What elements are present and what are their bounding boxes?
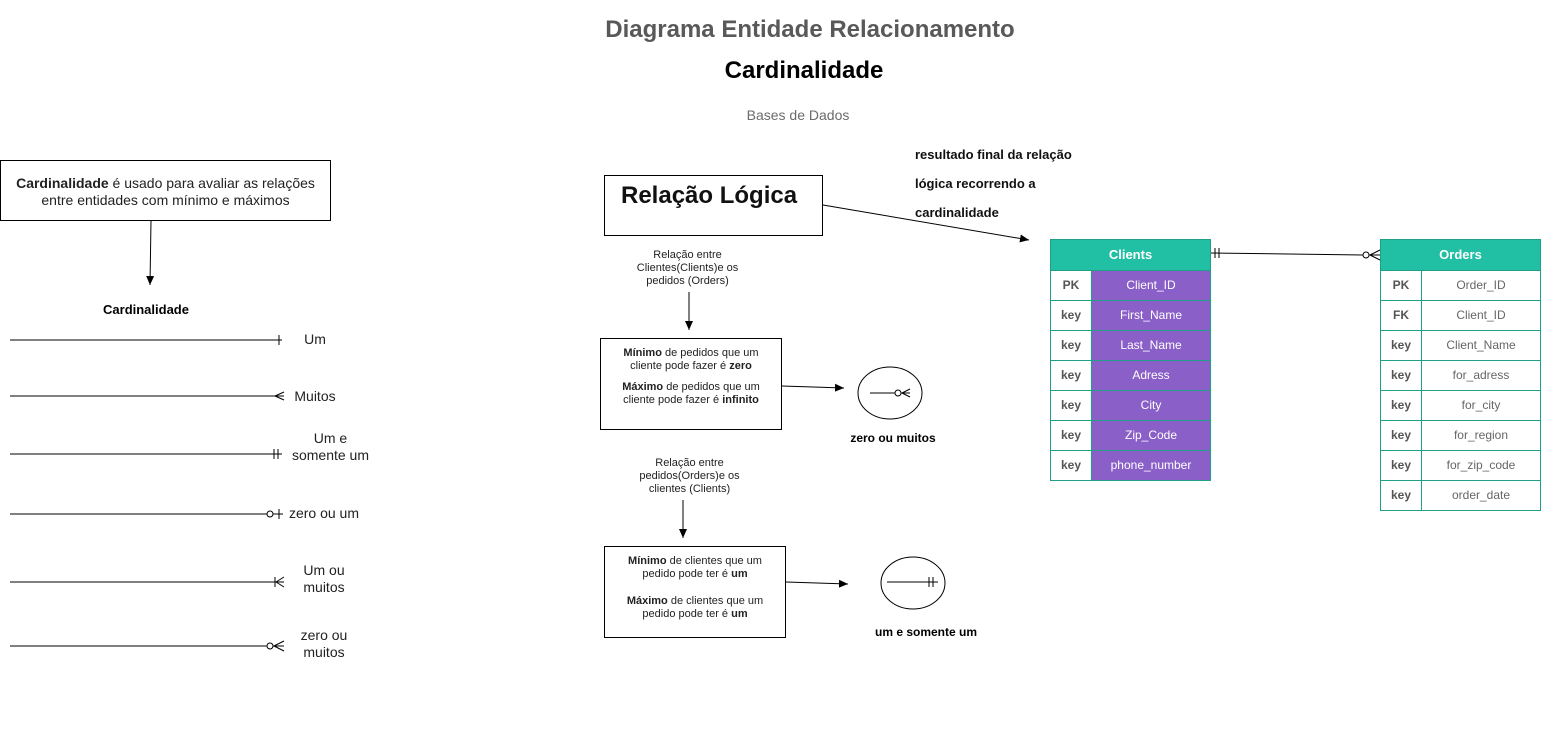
diagram-subtitle: Cardinalidade <box>724 57 884 84</box>
notation-um-e-somente-um <box>10 449 282 459</box>
clients-orders-relationship <box>1210 248 1381 261</box>
rel2-caption: Relação entre pedidos(Orders)e os client… <box>639 457 740 495</box>
clients-table-header: Clients <box>1051 240 1210 270</box>
rel2-result-arrow <box>785 579 849 588</box>
key-cell: key <box>1381 361 1422 390</box>
key-cell: key <box>1381 421 1422 450</box>
key-cell: PK <box>1051 271 1092 300</box>
rel2-min-value: um <box>731 568 748 580</box>
legend-label-um-e-somente-um: Um e somente um <box>291 430 370 463</box>
notation-zero-ou-um <box>10 509 283 519</box>
rel1-min-value: zero <box>729 360 752 372</box>
field-cell: for_city <box>1422 391 1540 420</box>
diagram-title: Diagrama Entidade Relacionamento <box>605 16 1015 43</box>
rel2-box[interactable]: Mínimo de clientes que um pedido pode te… <box>604 546 786 638</box>
intro-arrow <box>146 220 155 286</box>
rel1-caption: Relação entre Clientes(Clients)e os pedi… <box>636 249 739 287</box>
rel2-min-label: Mínimo <box>628 555 667 567</box>
key-cell: key <box>1381 391 1422 420</box>
field-cell: order_date <box>1422 481 1540 510</box>
relacao-logica-box[interactable]: Relação Lógica <box>604 175 823 236</box>
key-cell: key <box>1381 331 1422 360</box>
field-cell: Order_ID <box>1422 271 1540 300</box>
relacao-logica-title: Relação Lógica <box>621 182 798 209</box>
rel2-max-text: de clientes que um pedido pode ter é <box>642 595 764 620</box>
key-cell: key <box>1051 301 1092 330</box>
rel1-result: zero ou muitos <box>850 431 936 445</box>
notation-um <box>10 335 282 345</box>
orders-table-header: Orders <box>1381 240 1540 270</box>
legend-label-um-ou-muitos: Um ou muitos <box>303 562 345 595</box>
notation-muitos <box>10 391 285 401</box>
rel2-result: um e somente um <box>874 625 978 639</box>
notation-um-ou-muitos <box>10 576 285 588</box>
rel1-symbol <box>857 366 923 420</box>
rel1-min-label: Mínimo <box>623 347 662 359</box>
legend-label-zero-ou-muitos: zero ou muitos <box>300 627 348 660</box>
key-cell: key <box>1381 451 1422 480</box>
field-cell: Last_Name <box>1092 331 1210 360</box>
key-cell: key <box>1381 481 1422 510</box>
rel2-max-label: Máximo <box>626 595 668 607</box>
rel2-max-value: um <box>731 608 748 620</box>
legend-title: Cardinalidade <box>103 302 189 317</box>
notation-zero-ou-muitos <box>10 640 285 652</box>
result-note: resultado final da relação lógica recorr… <box>915 147 1072 220</box>
field-cell: Client_ID <box>1422 301 1540 330</box>
key-cell: key <box>1051 391 1092 420</box>
field-cell: Zip_Code <box>1092 421 1210 450</box>
legend-label-muitos: Muitos <box>294 388 336 404</box>
key-cell: key <box>1051 361 1092 390</box>
field-cell: City <box>1092 391 1210 420</box>
field-cell: Adress <box>1092 361 1210 390</box>
rel1-box[interactable]: Mínimo de pedidos que um cliente pode fa… <box>600 338 782 430</box>
field-cell: phone_number <box>1092 451 1210 480</box>
field-cell: First_Name <box>1092 301 1210 330</box>
rel1-result-arrow <box>781 383 845 392</box>
legend-label-zero-ou-um: zero ou um <box>288 505 360 521</box>
rel1-max-text: de pedidos que um cliente pode fazer é <box>623 381 760 406</box>
rel1-max-value: infinito <box>722 394 759 406</box>
field-cell: for_region <box>1422 421 1540 450</box>
course-label: Bases de Dados <box>746 107 850 123</box>
intro-text: é usado para avaliar as relações entre e… <box>41 175 315 208</box>
intro-bold: Cardinalidade <box>16 175 109 191</box>
key-cell: PK <box>1381 271 1422 300</box>
legend-label-um: Um <box>304 331 326 347</box>
intro-box[interactable]: Cardinalidade é usado para avaliar as re… <box>0 160 331 221</box>
field-cell: Client_Name <box>1422 331 1540 360</box>
field-cell: for_zip_code <box>1422 451 1540 480</box>
key-cell: key <box>1051 421 1092 450</box>
field-cell: Client_ID <box>1092 271 1210 300</box>
rel1-max-label: Máximo <box>622 381 664 393</box>
rel2-symbol <box>880 556 946 610</box>
field-cell: for_adress <box>1422 361 1540 390</box>
key-cell: key <box>1051 451 1092 480</box>
rel2-min-text: de clientes que um pedido pode ter é <box>642 555 762 580</box>
rel1-min-text: de pedidos que um cliente pode fazer é <box>630 347 759 372</box>
key-cell: key <box>1051 331 1092 360</box>
key-cell: FK <box>1381 301 1422 330</box>
